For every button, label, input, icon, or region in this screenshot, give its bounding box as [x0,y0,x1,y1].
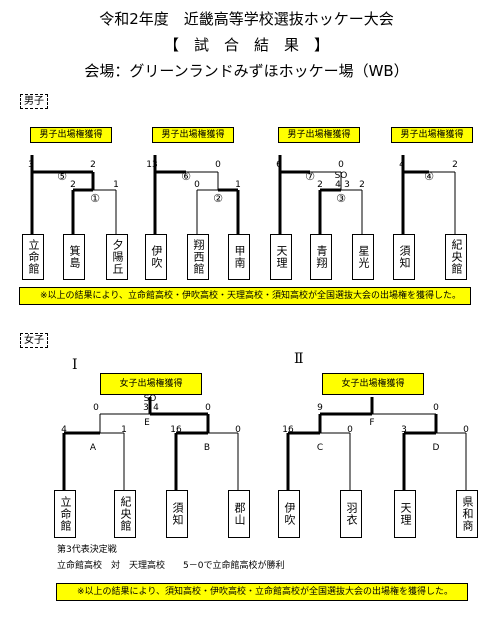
match-label: ① [90,192,100,205]
team-box: 天理 [394,490,416,538]
score: 16 [170,425,182,435]
team-box: 紀央館 [445,234,467,280]
team-box: 青翔 [310,234,332,280]
score: 0 [338,160,344,170]
score: 1 [235,180,241,190]
score: 1 [113,180,119,190]
team-box: 翔西館 [187,234,209,280]
score: 4 [153,403,159,413]
score: 4 [399,160,405,170]
team-box: 立命館 [22,234,44,280]
team-box: 県和商 [456,490,478,538]
girls-result-note: ※以上の結果により、須知高校・伊吹高校・立命館高校が全国選抜大会の出場権を獲得し… [56,583,468,601]
team-box: 立命館 [54,490,76,538]
bracket-1-label: Ⅰ [72,357,78,373]
score: 2 [70,180,76,190]
score: 2 [452,160,458,170]
match-label: C [316,443,324,453]
bracket-2-label: Ⅱ [294,351,304,367]
score: 2 [359,180,365,190]
boys-qualify-banner: 男子出場権獲得 [30,127,112,143]
page-title: 令和2年度 近畿高等学校選抜ホッケー大会 [99,10,394,28]
boys-section-label: 男子 [20,94,48,109]
score: 6 [276,160,282,170]
match-label: F [369,418,375,428]
girls-qualify-banner: 女子出場権獲得 [322,373,424,395]
score: 0 [194,180,200,190]
score: 3 [143,403,149,413]
score: 0 [93,403,99,413]
team-box: 伊吹 [278,490,300,538]
team-box: 須知 [393,234,415,280]
boys-result-note: ※以上の結果により、立命館高校・伊吹高校・天理高校・須知高校が全国選抜大会の出場… [19,287,471,305]
score: 0 [347,425,353,435]
team-box: 天理 [270,234,292,280]
score: 0 [205,403,211,413]
boys-qualify-banner: 男子出場権獲得 [152,127,234,143]
team-box: 夕陽丘 [106,234,128,280]
team-box: 紀央館 [114,490,136,538]
girls-qualify-banner: 女子出場権獲得 [100,373,202,395]
match-label: ⑤ [57,170,67,183]
score: 3 [401,425,407,435]
match-label: ④ [424,170,434,183]
match-label: D [432,443,440,453]
score: 1 [121,425,127,435]
results-heading: 【 試 合 結 果 】 [163,36,329,54]
venue-line: 会場：グリーンランドみずほホッケー場（WB） [84,62,409,80]
team-box: 伊吹 [145,234,167,280]
team-box: 星光 [352,234,374,280]
score: 3 [28,160,34,170]
score: 9 [317,403,323,413]
girls-section-label: 女子 [20,333,48,348]
shootout-label: SO [334,171,348,181]
match-label: ② [213,192,223,205]
score: 13 [146,160,158,170]
boys-qualify-banner: 男子出場権獲得 [391,127,473,143]
score: 16 [282,425,294,435]
boys-qualify-banner: 男子出場権獲得 [278,127,360,143]
match-label: B [203,443,211,453]
third-place-title: 第3代表決定戦 [57,545,117,555]
score: 4 [61,425,67,435]
score: 0 [235,425,241,435]
score: 0 [215,160,221,170]
score: 2 [90,160,96,170]
score: 0 [433,403,439,413]
match-label: A [89,443,97,453]
score: 0 [463,425,469,435]
team-box: 羽衣 [340,490,362,538]
team-box: 箕島 [63,234,85,280]
score: 3 [344,180,350,190]
score: 2 [317,180,323,190]
team-box: 甲南 [228,234,250,280]
score: 4 [335,180,341,190]
match-label: ③ [336,192,346,205]
shootout-label: SO [143,394,157,404]
match-label: E [144,418,150,428]
third-place-result: 立命館高校 対 天理高校 5－0で立命館高校が勝利 [57,561,285,571]
team-box: 郡山 [228,490,250,538]
match-label: ⑥ [181,170,191,183]
match-label: ⑦ [305,170,315,183]
team-box: 須知 [166,490,188,538]
